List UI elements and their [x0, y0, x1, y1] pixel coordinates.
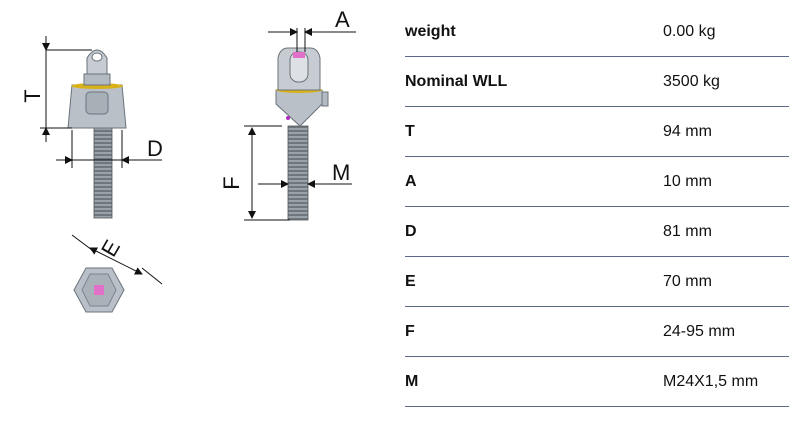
spec-value: 94 mm — [663, 106, 789, 157]
table-row: T 94 mm — [405, 106, 789, 157]
table-row: Nominal WLL 3500 kg — [405, 56, 789, 107]
spec-key: T — [405, 106, 663, 157]
spec-key: weight — [405, 7, 663, 57]
eyebolt-front-view — [67, 49, 127, 219]
dimension-m: M — [258, 160, 352, 188]
spec-key: M — [405, 356, 663, 407]
dimension-t: T — [20, 36, 92, 142]
spec-key: Nominal WLL — [405, 56, 663, 107]
table-row: E 70 mm — [405, 256, 789, 307]
table-row: weight 0.00 kg — [405, 7, 789, 57]
spec-value: M24X1,5 mm — [663, 356, 789, 407]
spec-value: 0.00 kg — [663, 7, 789, 57]
label-m: M — [332, 160, 350, 185]
spec-value: 3500 kg — [663, 56, 789, 107]
technical-drawing: T D E A — [20, 7, 356, 313]
spec-key: F — [405, 306, 663, 357]
table-row: D 81 mm — [405, 206, 789, 257]
spec-value: 70 mm — [663, 256, 789, 307]
table-row: A 10 mm — [405, 156, 789, 207]
table-row: F 24-95 mm — [405, 306, 789, 357]
label-e: E — [96, 236, 125, 261]
dimension-d: D — [56, 130, 163, 168]
label-a: A — [335, 7, 350, 32]
eyebolt-bottom-view — [73, 267, 125, 313]
spec-value: 81 mm — [663, 206, 789, 257]
dimension-a: A — [268, 7, 356, 52]
spec-key: E — [405, 256, 663, 307]
spec-key: A — [405, 156, 663, 207]
specification-table: weight 0.00 kg Nominal WLL 3500 kg T 94 … — [405, 7, 789, 407]
label-f: F — [219, 176, 244, 189]
label-d: D — [147, 136, 163, 161]
spec-key: D — [405, 206, 663, 257]
spec-value: 10 mm — [663, 156, 789, 207]
table-row: M M24X1,5 mm — [405, 356, 789, 407]
eyebolt-side-view — [275, 47, 329, 221]
label-t: T — [20, 89, 45, 102]
spec-value: 24-95 mm — [663, 306, 789, 357]
dimension-f: F — [219, 125, 290, 221]
